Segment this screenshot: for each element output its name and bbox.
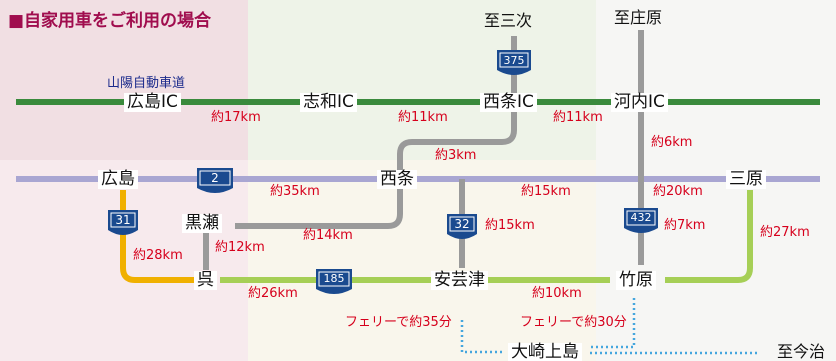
place-takehara: 竹原 <box>616 271 656 290</box>
place-hiroshima: 広島 <box>98 170 138 189</box>
distance-kure-kurose: 約12km <box>215 240 265 255</box>
route-185-shield <box>316 269 352 294</box>
background-region-northwest <box>0 0 248 160</box>
route185-east-line <box>665 190 753 283</box>
distance-mihara-takehara: 約27km <box>760 225 810 240</box>
distance-saijo-akitsu: 約15km <box>485 218 535 233</box>
page-title: ■自家用車をご利用の場合 <box>8 11 212 31</box>
route31-line <box>120 190 195 283</box>
distance-hiroshima-saijo: 約35km <box>270 184 320 199</box>
route-185-number: 185 <box>323 272 345 285</box>
distance-kouchi-r2: 約6km <box>651 135 693 150</box>
expressway-label: 山陽自動車道 <box>107 76 186 91</box>
distance-shiwa-saijo: 約11km <box>398 110 448 125</box>
route-31-number: 31 <box>115 213 131 227</box>
distance-hiroshima-kure: 約28km <box>133 248 183 263</box>
destination-miyoshi: 至三次 <box>484 11 533 30</box>
route-375-shield <box>497 50 531 75</box>
destination-imabari: 至今治 <box>775 342 828 361</box>
distance-kure-akitsu: 約26km <box>248 286 298 301</box>
route-375-number: 375 <box>503 54 525 67</box>
distance-r2-mihara: 約20km <box>653 184 703 199</box>
distance-hiroshima-shiwa: 約17km <box>211 110 261 125</box>
distance-akitsu-takehara: 約10km <box>532 286 582 301</box>
place-saijo: 西条 <box>377 170 417 189</box>
distance-kurose-saijo: 約14km <box>303 228 353 243</box>
route-432-shield <box>624 208 658 233</box>
distance-saijoic-saijo: 約3km <box>435 148 477 163</box>
distance-r432-takehara: 約7km <box>664 218 706 233</box>
interchange-hiroshima: 広島IC <box>124 93 181 112</box>
place-mihara: 三原 <box>726 170 766 189</box>
interchange-kouchi: 河内IC <box>611 93 668 112</box>
ferry-route-takehara <box>590 298 636 349</box>
ferry-route-akitsu <box>460 320 505 354</box>
place-akitsu: 安芸津 <box>431 271 488 290</box>
place-kure: 呉 <box>194 271 217 290</box>
interchange-saijo: 西条IC <box>480 93 537 112</box>
place-osakikamijima: 大崎上島 <box>508 343 582 361</box>
route-2-number: 2 <box>211 171 219 185</box>
background-region-north-center <box>248 0 596 160</box>
ferry-label-akitsu: フェリーで約35分 <box>345 315 452 330</box>
saijo-kurose-line <box>235 179 403 229</box>
route-432-number: 432 <box>630 211 652 224</box>
route-32-shield <box>447 214 477 239</box>
saijoic-saijo-line <box>397 102 517 179</box>
route-32-number: 32 <box>454 217 470 231</box>
place-kurose: 黒瀬 <box>182 214 222 233</box>
route-2-shield <box>197 168 233 193</box>
distance-saijo-mihara: 約15km <box>521 184 571 199</box>
route-31-shield <box>108 210 138 235</box>
distance-saijo-kouchi: 約11km <box>553 110 603 125</box>
interchange-shiwa: 志和IC <box>300 93 357 112</box>
destination-shobara: 至庄原 <box>614 8 663 27</box>
ferry-label-takehara: フェリーで約30分 <box>520 315 627 330</box>
